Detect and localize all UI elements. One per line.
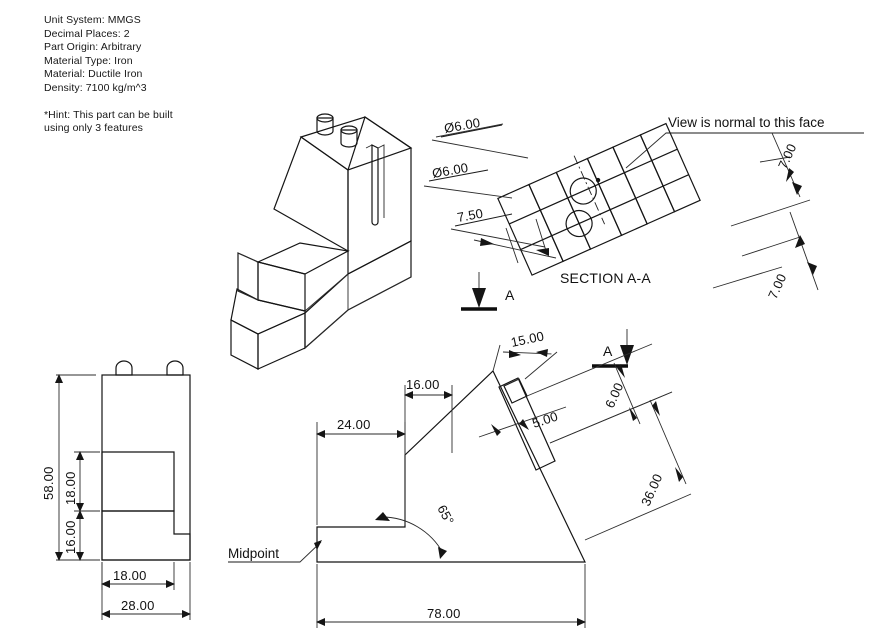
isometric-view [230, 113, 413, 370]
section-callout-normal-face: View is normal to this face [625, 115, 864, 169]
front-view-dim-slot-offset-text: 15.00 [510, 328, 546, 350]
section-band-5 [612, 134, 676, 225]
isometric-step-front [257, 261, 306, 312]
front-view-dim-slot-width-text: 5.00 [530, 409, 559, 431]
left-view-boss-2 [166, 360, 184, 376]
isometric-incline-face [273, 136, 349, 253]
front-view-dim-overall-length-text: 78.00 [427, 606, 461, 621]
left-view-step-upper [101, 451, 175, 512]
section-dim-offset-text: 7.50 [456, 206, 484, 225]
section-band-2 [528, 171, 592, 263]
section-dim-band-upper-text: 7.00 [775, 141, 799, 171]
front-view-slot [498, 377, 556, 471]
section-band-6 [639, 122, 701, 213]
front-view-dim-slot-offset: 15.00 [492, 328, 558, 380]
section-arrow-upper-label: A [505, 287, 515, 303]
section-dim-band-lower-text: 7.00 [765, 271, 789, 301]
section-hole-lower [565, 209, 593, 238]
section-view: Ø6.00 Ø6.00 7.50 [423, 115, 864, 301]
isometric-boss-front [340, 125, 358, 148]
section-band-3 [555, 157, 623, 250]
front-view: 24.00 16.00 15.00 [228, 328, 692, 628]
isometric-base-right [257, 312, 306, 370]
front-view-callout-midpoint: Midpoint [228, 540, 322, 563]
note-material: Material: Ductile Iron [44, 68, 143, 81]
isometric-base-top [230, 288, 306, 335]
front-view-dim-base-to-step-text: 24.00 [337, 417, 371, 432]
front-view-dim-angle: 65° [375, 502, 457, 559]
section-arrow-lower-label: A [603, 343, 613, 359]
front-view-dim-boss-height-text: 6.00 [602, 380, 626, 410]
front-view-dim-step-length: 16.00 [404, 377, 453, 453]
note-density: Density: 7100 kg/m^3 [44, 81, 147, 94]
left-view-step-lower [101, 510, 191, 561]
section-dim-diameter-upper: Ø6.00 [431, 115, 529, 159]
left-view-dim-step-width-text: 18.00 [113, 568, 147, 583]
section-label: SECTION A-A [560, 270, 651, 286]
isometric-right-face [347, 116, 412, 275]
left-view-dim-overall-height-text: 58.00 [41, 466, 56, 500]
left-view-boss-1 [115, 360, 133, 376]
front-view-body [316, 369, 586, 563]
left-view-body [101, 374, 191, 561]
section-dim-offset: 7.50 [450, 206, 557, 264]
left-view-dim-overall-width-text: 28.00 [121, 598, 155, 613]
section-dim-band-upper: 7.00 [730, 132, 811, 227]
left-view-dim-overall-height: 58.00 [41, 374, 96, 561]
note-decimal-places: Decimal Places: 2 [44, 27, 130, 40]
isometric-base-front [230, 319, 259, 370]
isometric-slot [371, 144, 379, 226]
left-view-dim-step-upper-text: 18.00 [63, 471, 78, 505]
note-hint-line2: using only 3 features [44, 121, 143, 134]
note-material-type: Material Type: Iron [44, 54, 133, 67]
front-view-dim-base-to-step: 24.00 [316, 417, 406, 525]
section-dim-band-lower: 7.00 [712, 211, 819, 301]
section-dim-diameter-lower-text: Ø6.00 [431, 160, 469, 181]
left-view-dim-step-upper: 18.00 [63, 451, 100, 512]
section-dim-diameter-lower: Ø6.00 [423, 160, 513, 199]
front-view-dim-incline-length: 36.00 [549, 391, 692, 541]
front-view-dim-incline-length-text: 36.00 [638, 471, 665, 508]
front-view-dim-overall-length: 78.00 [316, 564, 586, 628]
note-part-origin: Part Origin: Arbitrary [44, 41, 142, 54]
isometric-step-left [237, 252, 259, 301]
isometric-base-lower-right [304, 240, 412, 350]
note-hint-line1: *Hint: This part can be built [44, 108, 173, 121]
left-view-dim-step-lower-text: 16.00 [63, 520, 78, 554]
drawing-notes-block: Unit System: MMGS Decimal Places: 2 Part… [44, 14, 304, 135]
front-view-dim-step-length-text: 16.00 [406, 377, 440, 392]
section-arrow-upper: A [461, 272, 515, 311]
section-hole-upper [569, 177, 597, 205]
left-view-dim-overall-width: 28.00 [101, 562, 191, 620]
left-view-dim-step-width: 18.00 [101, 562, 175, 590]
note-hint: *Hint: This part can be built using only… [44, 109, 304, 135]
front-view-dim-angle-text: 65° [434, 502, 457, 527]
section-callout-text: View is normal to this face [668, 115, 825, 130]
note-unit-system: Unit System: MMGS [44, 14, 141, 26]
isometric-step-top [256, 242, 350, 275]
section-band-1 [497, 183, 564, 276]
left-view: 58.00 18.00 16.00 [41, 360, 191, 620]
left-view-dim-step-lower: 16.00 [63, 510, 100, 561]
section-dim-diameter-upper-text: Ø6.00 [443, 115, 481, 136]
front-view-callout-midpoint-text: Midpoint [228, 546, 279, 561]
